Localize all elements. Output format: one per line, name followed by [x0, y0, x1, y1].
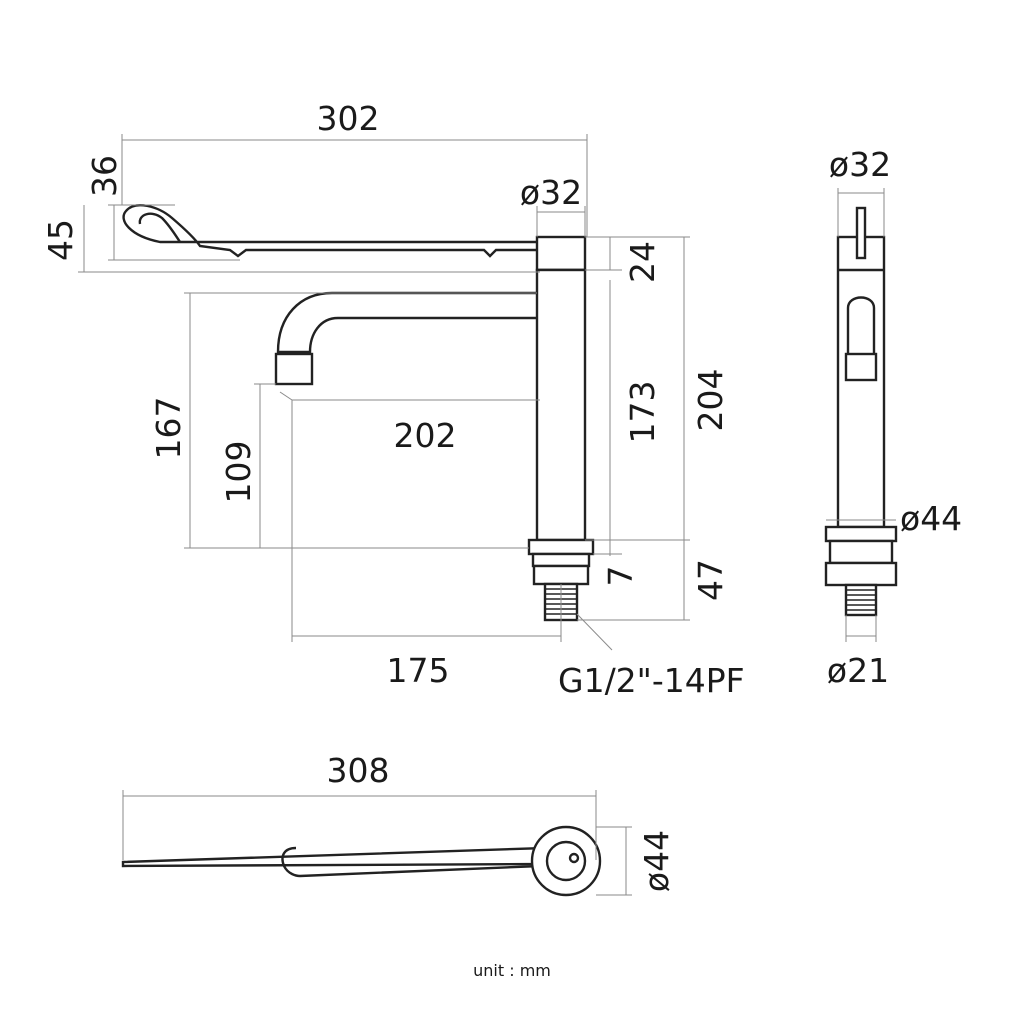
top-view: 308 ø44 [121, 751, 676, 897]
dim-flange: 7 [601, 566, 640, 587]
front-base-flange [824, 525, 898, 543]
dim-total-height: 204 [691, 369, 730, 432]
front-lever-stub [855, 206, 867, 260]
dim-top-section: 24 [623, 241, 662, 283]
lever-handle-inner [138, 212, 181, 243]
dim-spout-height: 167 [149, 397, 188, 460]
valve-body [535, 268, 587, 542]
front-base-ring [828, 539, 894, 565]
thread-spec: G1/2"-14PF [558, 661, 745, 700]
unit-note: unit : mm [473, 961, 551, 980]
spout [276, 291, 537, 354]
dim-lever-offset: 36 [85, 155, 124, 197]
front-view: ø32 ø44 ø21 [824, 145, 962, 690]
front-spout-outlet [844, 352, 878, 382]
lever-handle [122, 204, 537, 258]
top-dim-base-diameter: ø44 [637, 830, 676, 892]
dim-lever-height: 45 [41, 219, 80, 261]
top-base-inner [545, 840, 587, 882]
dim-body-diameter: ø32 [520, 173, 582, 212]
top-lever [121, 846, 547, 868]
front-nut [824, 561, 898, 587]
front-dim-shank-diameter: ø21 [827, 651, 889, 690]
spout-outlet [274, 352, 314, 386]
dim-overall-length: 302 [317, 99, 380, 138]
front-body [836, 235, 886, 529]
top-dim-overall-length: 308 [327, 751, 390, 790]
dim-outlet-height: 109 [219, 441, 258, 504]
top-center-mark [568, 852, 580, 864]
side-view: 302 ø32 36 45 24 173 204 167 [41, 99, 745, 700]
nut [532, 564, 590, 586]
top-spout [281, 846, 541, 878]
base-ring [531, 552, 591, 568]
base-flange [527, 538, 595, 556]
dim-spout-reach: 202 [394, 416, 457, 455]
front-spout [846, 296, 876, 354]
valve-body-top [535, 235, 587, 272]
front-thread-hatching [846, 589, 876, 611]
dim-body-height: 173 [623, 381, 662, 444]
dim-shank-length: 47 [691, 559, 730, 601]
front-dim-top-diameter: ø32 [829, 145, 891, 184]
dim-mount-reach: 175 [387, 651, 450, 690]
front-dim-base-diameter: ø44 [900, 499, 962, 538]
